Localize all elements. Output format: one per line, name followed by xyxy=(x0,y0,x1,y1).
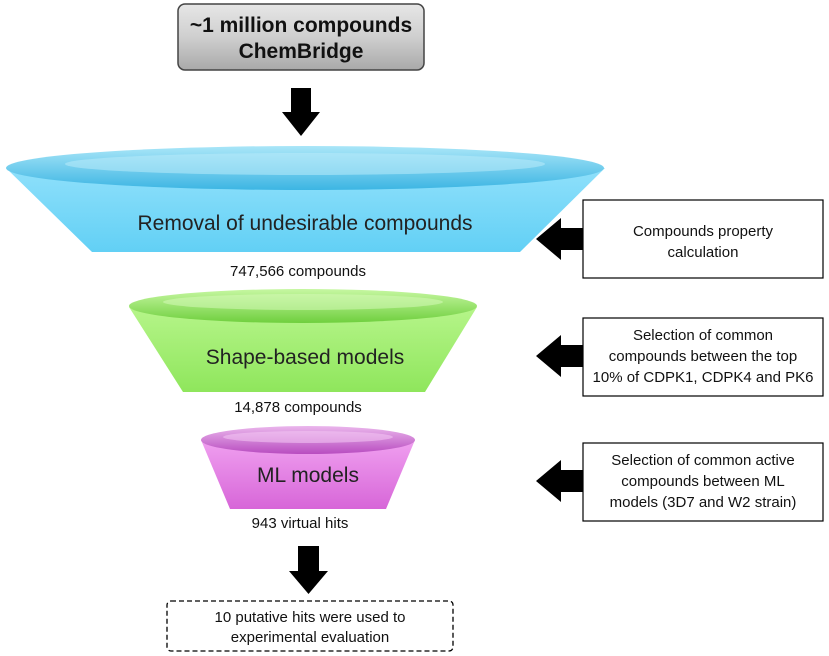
left-arrow-icon xyxy=(536,335,583,377)
side-box-3-line-2: compounds between ML xyxy=(621,473,784,490)
side-box-2-line-3: 10% of CDPK1, CDPK4 and PK6 xyxy=(593,369,814,386)
side-box-3-line-3: models (3D7 and W2 strain) xyxy=(610,494,797,511)
source-line-1: ~1 million compounds xyxy=(190,14,412,37)
funnel-stage-removal: Removal of undesirable compounds xyxy=(6,146,605,252)
stage-count-shape: 14,878 compounds xyxy=(234,399,362,416)
left-arrow-icon xyxy=(536,218,583,260)
side-box-1-line-2: calculation xyxy=(668,244,739,261)
stage-label-removal: Removal of undesirable compounds xyxy=(137,212,472,235)
result-line-2: experimental evaluation xyxy=(231,629,389,646)
left-arrow-icon xyxy=(536,460,583,502)
funnel-stage-shape: Shape-based models xyxy=(129,289,477,392)
result-box: 10 putative hits were used to experiment… xyxy=(166,600,454,652)
side-box-2-line-1: Selection of common xyxy=(633,327,773,344)
result-line-1: 10 putative hits were used to xyxy=(215,609,406,626)
down-arrow-icon xyxy=(282,88,320,136)
stage-label-ml: ML models xyxy=(257,464,359,487)
stage-label-shape: Shape-based models xyxy=(206,346,404,369)
side-box-2-line-2: compounds between the top xyxy=(609,348,797,365)
source-line-2: ChemBridge xyxy=(239,40,364,63)
side-box-1-line-1: Compounds property xyxy=(633,223,774,240)
side-box-selection-ml: Selection of common active compounds bet… xyxy=(582,442,824,522)
side-box-3-line-1: Selection of common active xyxy=(611,452,794,469)
funnel-stage-ml: ML models xyxy=(201,426,415,509)
source-box: ~1 million compounds ChemBridge xyxy=(177,3,425,71)
stage-count-removal: 747,566 compounds xyxy=(230,263,366,280)
side-box-property: Compounds property calculation xyxy=(582,199,824,279)
side-box-selection-top: Selection of common compounds between th… xyxy=(582,317,824,397)
stage-count-ml: 943 virtual hits xyxy=(252,515,349,532)
down-arrow-icon xyxy=(289,546,328,594)
